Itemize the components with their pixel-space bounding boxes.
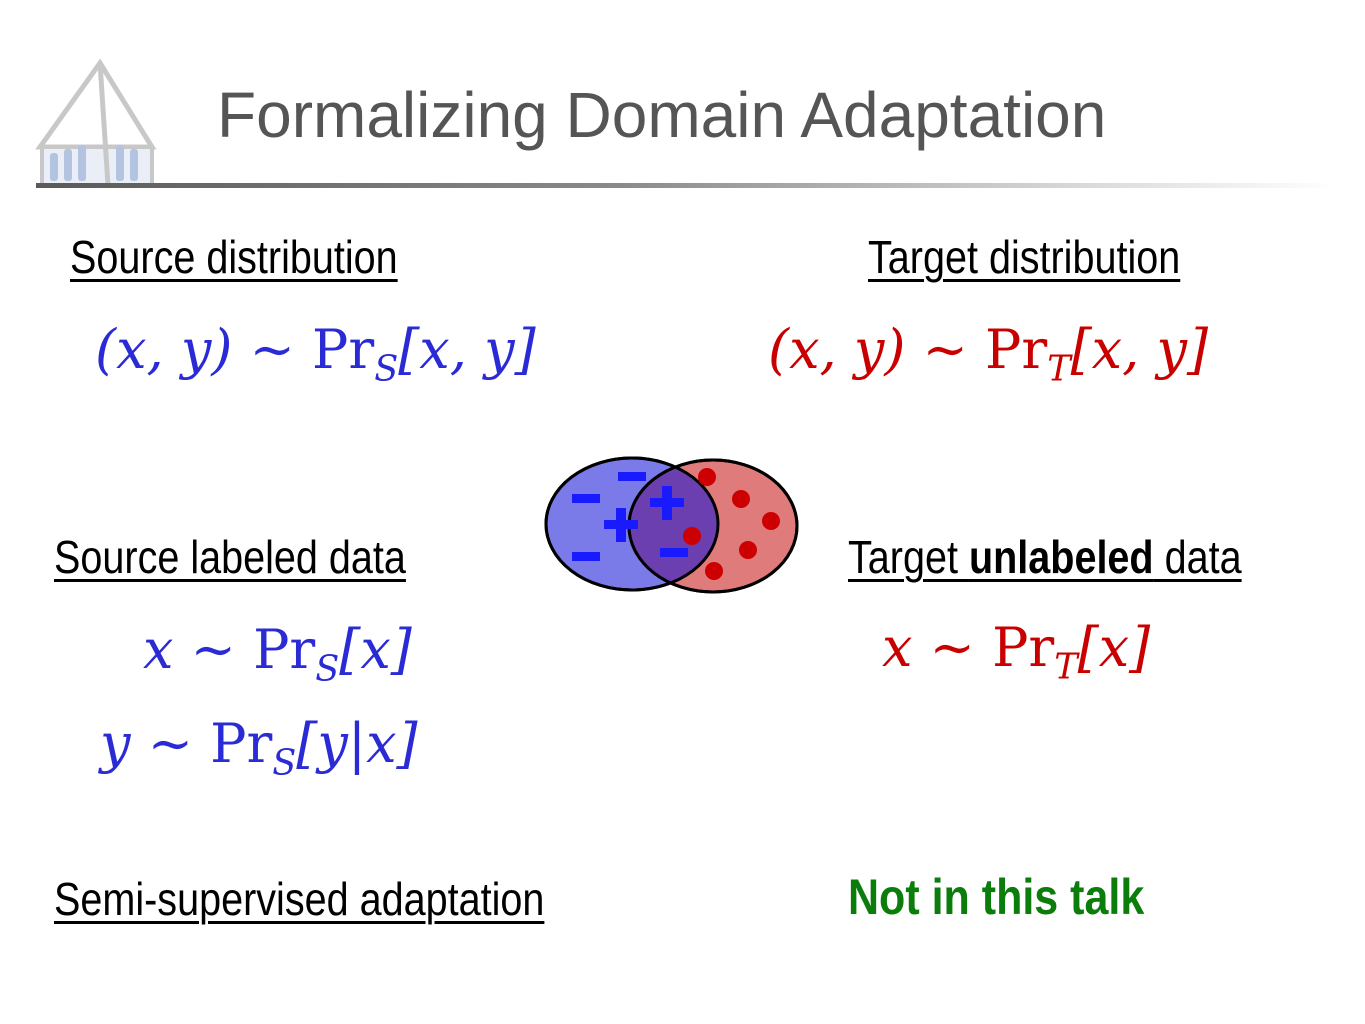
source-distribution-formula: (x, y) ∼ PrS[x, y] — [95, 318, 536, 389]
source-x-formula: x ∼ PrS[x] — [143, 618, 412, 689]
unlabeled-point — [705, 562, 723, 580]
building-logo-icon — [35, 58, 157, 187]
title-divider — [36, 183, 1336, 188]
formula-op: Pr — [985, 318, 1048, 381]
heading-suffix: data — [1153, 531, 1242, 583]
unlabeled-point — [683, 527, 701, 545]
target-distribution-heading: Target distribution — [868, 231, 1181, 283]
source-distribution-heading: Source distribution — [70, 231, 398, 283]
source-labeled-heading: Source labeled data — [54, 531, 406, 583]
heading-prefix: Target — [848, 531, 969, 583]
formula-sub: T — [1047, 348, 1071, 390]
unlabeled-point — [698, 468, 716, 486]
formula-arg: [y|x] — [296, 712, 418, 775]
negative-marker — [660, 548, 688, 557]
semi-supervised-heading: Semi-supervised adaptation — [54, 873, 545, 925]
formula-sub: T — [1054, 646, 1078, 688]
negative-marker — [572, 494, 600, 503]
formula-arg: [x] — [1077, 616, 1151, 679]
formula-op: Pr — [253, 618, 316, 681]
negative-marker — [572, 552, 600, 561]
target-distribution-formula: (x, y) ∼ PrT[x, y] — [768, 318, 1208, 389]
target-x-formula: x ∼ PrT[x] — [882, 616, 1150, 687]
formula-var: x — [882, 616, 913, 679]
domain-overlap-diagram — [544, 456, 799, 594]
formula-sub: S — [374, 348, 399, 390]
formula-sub: S — [315, 648, 340, 690]
formula-op: Pr — [210, 712, 273, 775]
formula-var: y — [100, 712, 131, 775]
formula-var: x — [143, 618, 174, 681]
formula-op: Pr — [992, 616, 1055, 679]
formula-sim: ∼ — [922, 318, 968, 381]
formula-arg: [x, y] — [398, 318, 536, 381]
not-in-talk-note: Not in this talk — [848, 869, 1145, 925]
source-y-formula: y ∼ PrS[y|x] — [100, 712, 418, 783]
formula-arg: [x, y] — [1070, 318, 1209, 381]
unlabeled-point — [732, 490, 750, 508]
formula-sim: ∼ — [190, 618, 236, 681]
formula-arg: [x] — [339, 618, 412, 681]
formula-sub: S — [272, 742, 297, 784]
unlabeled-point — [762, 512, 780, 530]
unlabeled-point — [739, 541, 757, 559]
heading-emphasis: unlabeled — [968, 531, 1154, 583]
slide-title: Formalizing Domain Adaptation — [217, 79, 1107, 151]
formula-pair: (x, y) — [768, 318, 906, 381]
formula-pair: (x, y) — [95, 318, 233, 381]
negative-marker — [618, 472, 646, 481]
positive-marker — [650, 486, 684, 520]
formula-sim: ∼ — [929, 616, 975, 679]
target-unlabeled-heading: Target unlabeled data — [848, 530, 1242, 584]
positive-marker — [604, 508, 638, 542]
formula-sim: ∼ — [147, 712, 193, 775]
formula-sim: ∼ — [249, 318, 295, 381]
formula-op: Pr — [312, 318, 375, 381]
